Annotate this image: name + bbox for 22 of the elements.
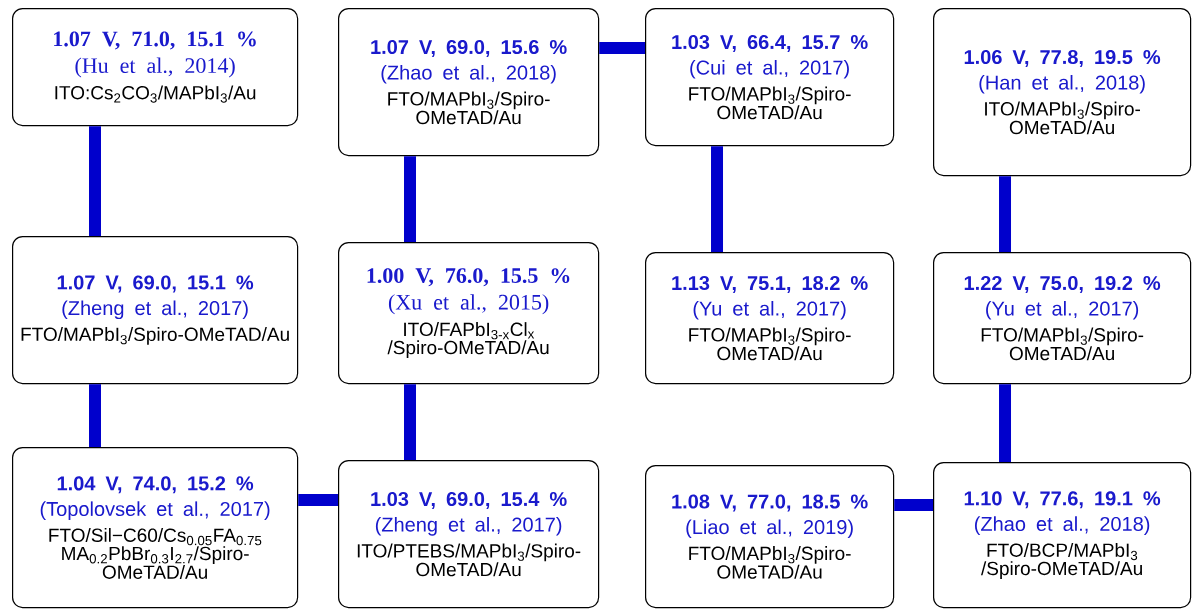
result-box: 1.22 V, 75.0, 19.2 % (Yu et al., 2017) FTO/MAPbI$_{3}$/Spiro-OMeTAD/Au: [933, 252, 1192, 385]
connector-line: [999, 176, 1011, 252]
result-box: 1.13 V, 75.1, 18.2 % (Yu et al., 2017) FTO/MAPbI$_{3}$/Spiro-OMeTAD/Au: [645, 252, 895, 385]
result-box: 1.07 V, 69.0, 15.6 % (Zhao et al., 2018) FTO/MAPbI$_{3}$/Spiro-OMeTAD/Au: [338, 8, 600, 157]
connector-line: [404, 384, 416, 460]
connector-line: [89, 384, 101, 447]
result-box: 1.07 V, 69.0, 15.1 % (Zheng et al., 2017) FTO/MAPbI$_{3}$/Spiro-OMeTAD/Au: [12, 236, 299, 385]
result-box: 1.06 V, 77.8, 19.5 % (Han et al., 2018) ITO/MAPbI$_{3}$/Spiro-OMeTAD/Au: [933, 8, 1192, 177]
result-box: 1.00 V, 76.0, 15.5 % (Xu et al., 2015) ITO/FAPbI$_{3-x}$Cl$_{x}$ /Spiro-OMeTAD/Au: [338, 242, 600, 385]
connector-line: [404, 156, 416, 242]
connector-line: [298, 494, 338, 506]
connector-line: [89, 126, 101, 236]
connector-line: [894, 499, 933, 511]
result-box: 1.03 V, 69.0, 15.4 % (Zheng et al., 2017) ITO/PTEBS/MAPbI$_{3}$/Spiro-OMeTAD/Au: [338, 460, 600, 609]
result-box: 1.07 V, 71.0, 15.1 % (Hu et al., 2014) ITO:Cs$_{2}$CO$_{3}$/MAPbI$_{3}$/Au: [12, 8, 299, 127]
connector-line: [999, 384, 1011, 462]
result-box: 1.03 V, 66.4, 15.7 % (Cui et al., 2017) FTO/MAPbI$_{3}$/Spiro-OMeTAD/Au: [645, 8, 895, 147]
result-box: 1.04 V, 74.0, 15.2 % (Topolovsek et al., 2017) FTO/Sil−C60/Cs$_{0.05}$FA$_{0.75}$ MA$_{0.2}$PbBr$_{0.3}$I$_{2.7}$/Spiro-OMeTAD/Au: [12, 447, 299, 609]
result-box: 1.08 V, 77.0, 18.5 % (Liao et al., 2019) FTO/MAPbI$_{3}$/Spiro-OMeTAD/Au: [645, 465, 895, 609]
connector-line: [599, 42, 645, 54]
connector-line: [711, 146, 723, 252]
result-box: 1.10 V, 77.6, 19.1 % (Zhao et al., 2018) FTO/BCP/MAPbI$_{3}$ /Spiro-OMeTAD/Au: [933, 462, 1192, 609]
